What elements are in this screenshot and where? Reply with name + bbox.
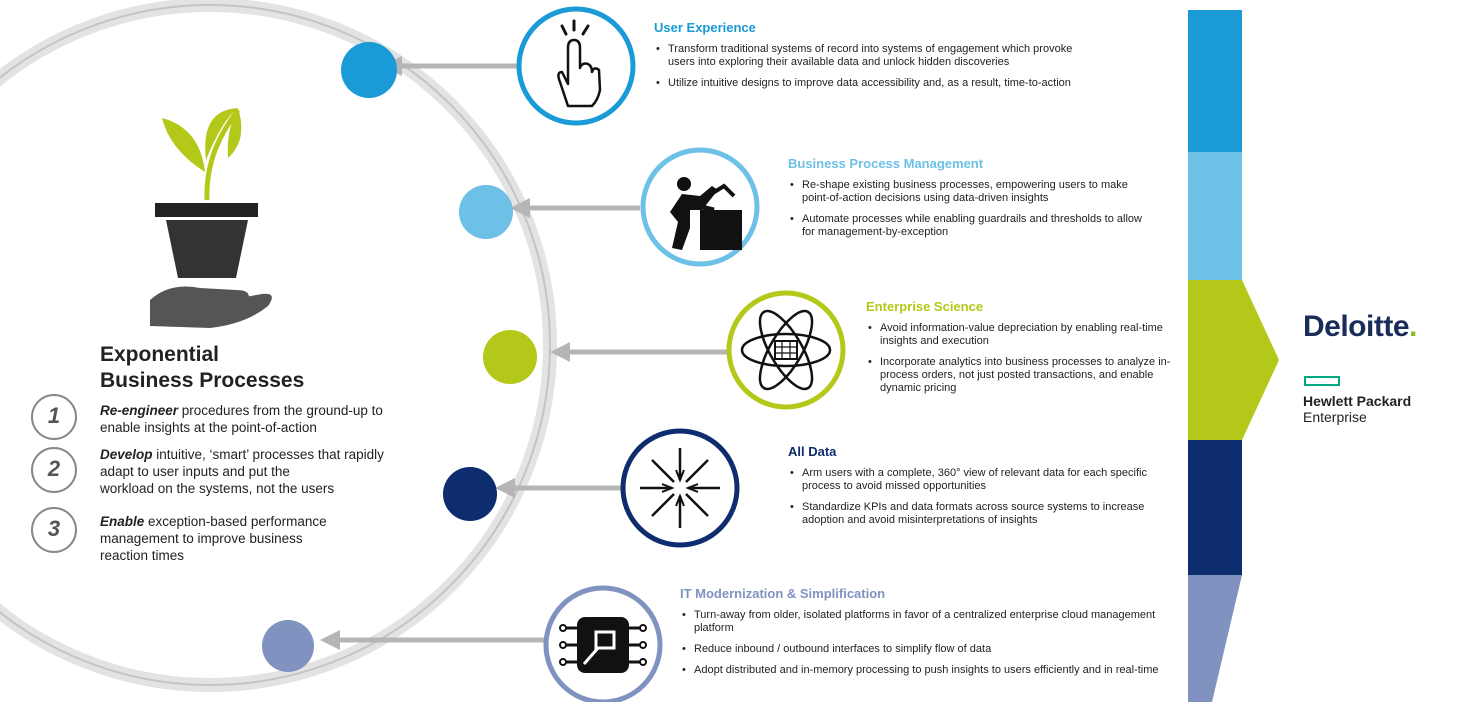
step-1-circle (31, 394, 77, 440)
section-bullets-all-data: Arm users with a complete, 360° view of … (788, 467, 1153, 535)
step-2-line1: intuitive, ‘smart’ processes that rapidl… (152, 447, 384, 462)
plant-in-hand-icon (150, 108, 272, 328)
step-1-bold: Re-engineer (100, 403, 179, 418)
step-3-text: Enable exception-based performance manag… (100, 513, 327, 564)
main-title-line1: Exponential (100, 343, 220, 366)
dot-enterprise-science (483, 330, 537, 384)
section-title-it-modernization: IT Modernization & Simplification (680, 586, 886, 601)
section-bullets-user-experience: Transform traditional systems of record … (654, 43, 1094, 98)
deloitte-dot: . (1409, 310, 1417, 343)
step-2-circle (31, 447, 77, 493)
bullet: Standardize KPIs and data formats across… (788, 501, 1153, 527)
bullet: Reduce inbound / outbound interfaces to … (680, 643, 1175, 656)
step-2-number: 2 (47, 456, 61, 481)
section-bullets-enterprise-science: Avoid information-value depreciation by … (866, 322, 1181, 403)
bullet: Turn-away from older, isolated platforms… (680, 609, 1175, 635)
section-title-enterprise-science: Enterprise Science (866, 299, 984, 314)
step-1-line2: enable insights at the point-of-action (100, 420, 317, 435)
step-3-circle (31, 507, 77, 553)
section-bullets-business-process: Re-shape existing business processes, em… (788, 179, 1148, 247)
deloitte-logo: Deloitte. (1303, 310, 1417, 344)
bullet: Avoid information-value depreciation by … (866, 322, 1181, 348)
step-3-line2: management to improve business (100, 531, 303, 546)
step-2-text: Develop intuitive, ‘smart’ processes tha… (100, 446, 384, 497)
bullet: Utilize intuitive designs to improve dat… (654, 77, 1094, 90)
section-title-business-process: Business Process Management (788, 156, 984, 171)
section-title-user-experience: User Experience (654, 20, 756, 35)
section-title-all-data: All Data (788, 444, 837, 459)
step-2-line3: workload on the systems, not the users (100, 481, 335, 496)
bullet: Transform traditional systems of record … (654, 43, 1094, 69)
step-3-number: 3 (47, 516, 61, 541)
step-2-line2: adapt to user inputs and put the (100, 464, 290, 479)
hpe-logo-bar (1304, 376, 1340, 386)
step-2-bold: Develop (100, 447, 153, 462)
converging-arrows-icon (620, 428, 740, 548)
hpe-logo-line2: Enterprise (1303, 409, 1367, 425)
chip-icon (543, 585, 663, 702)
step-1-line1: procedures from the ground-up to (178, 403, 383, 418)
dot-it-modernization (262, 620, 314, 672)
dot-business-process (459, 185, 513, 239)
bullet: Arm users with a complete, 360° view of … (788, 467, 1153, 493)
main-title-line2: Business Processes (100, 369, 305, 392)
bullet: Incorporate analytics into business proc… (866, 356, 1181, 395)
main-title: Exponential Business Processes (100, 342, 304, 394)
bullet: Automate processes while enabling guardr… (788, 213, 1148, 239)
person-pushing-box-icon (640, 147, 760, 267)
hpe-logo-line1: Hewlett Packard (1303, 393, 1412, 409)
pointing-hand-icon (516, 6, 636, 126)
dot-all-data (443, 467, 497, 521)
bullet: Adopt distributed and in-memory processi… (680, 664, 1175, 677)
connector-arrows (320, 56, 727, 650)
bullet: Re-shape existing business processes, em… (788, 179, 1148, 205)
dot-user-experience (341, 42, 397, 98)
deloitte-wordmark: Deloitte (1303, 310, 1410, 343)
step-3-line1: exception-based performance (144, 514, 327, 529)
atom-icon (726, 290, 846, 410)
color-band (1188, 10, 1279, 702)
step-3-bold: Enable (100, 514, 145, 529)
section-bullets-it-modernization: Turn-away from older, isolated platforms… (680, 609, 1175, 685)
step-3-line3: reaction times (100, 548, 185, 563)
step-1-number: 1 (47, 403, 61, 428)
step-1-text: Re-engineer procedures from the ground-u… (100, 402, 383, 436)
